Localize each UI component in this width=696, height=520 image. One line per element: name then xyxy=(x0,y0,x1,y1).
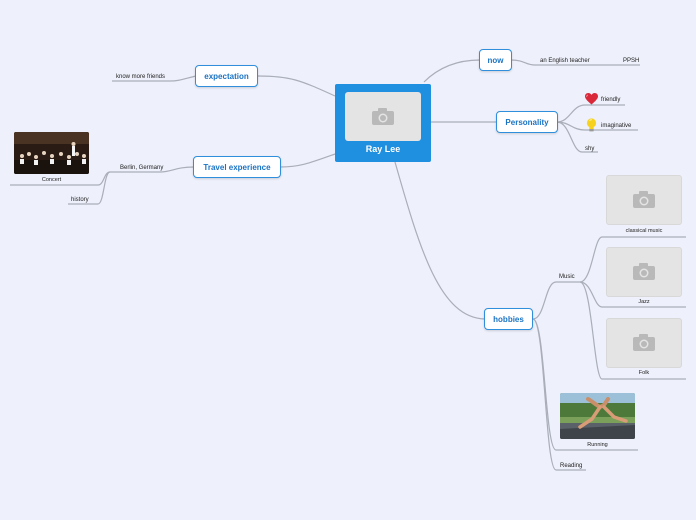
central-title: Ray Lee xyxy=(365,144,401,154)
caption-concert: Concert xyxy=(41,177,62,183)
camera-placeholder-icon xyxy=(345,92,421,141)
camera-placeholder-icon xyxy=(606,247,682,297)
node-now[interactable]: now xyxy=(479,49,512,71)
leaf-shy[interactable]: shy xyxy=(585,146,595,152)
heart-icon xyxy=(585,92,598,110)
caption-running[interactable]: Running xyxy=(587,442,608,448)
leaf-ppsh[interactable]: PPSH xyxy=(623,58,640,64)
leaf-reading[interactable]: Reading xyxy=(560,463,583,469)
leaf-friendly[interactable]: friendly xyxy=(601,97,621,103)
lightbulb-icon xyxy=(586,118,597,137)
camera-placeholder-icon xyxy=(606,318,682,368)
running-photo xyxy=(560,393,635,439)
leaf-imaginative[interactable]: imaginative xyxy=(601,123,632,129)
caption-jazz[interactable]: Jazz xyxy=(638,299,650,305)
leaf-music[interactable]: Music xyxy=(559,274,575,280)
leaf-history[interactable]: history xyxy=(71,197,89,203)
node-travel-experience[interactable]: Travel experience xyxy=(193,156,281,178)
concert-photo xyxy=(14,132,89,174)
node-expectation[interactable]: expectation xyxy=(195,65,258,87)
leaf-know-more-friends[interactable]: know more friends xyxy=(116,74,166,80)
camera-placeholder-icon xyxy=(606,175,682,225)
leaf-berlin[interactable]: Berlin, Germany xyxy=(120,165,164,171)
node-personality[interactable]: Personality xyxy=(496,111,558,133)
caption-classical-music[interactable]: classical music xyxy=(625,228,663,234)
caption-folk[interactable]: Folk xyxy=(638,370,650,376)
leaf-english-teacher[interactable]: an English teacher xyxy=(540,58,590,64)
node-hobbies[interactable]: hobbies xyxy=(484,308,533,330)
central-topic[interactable]: Ray Lee xyxy=(335,84,431,162)
